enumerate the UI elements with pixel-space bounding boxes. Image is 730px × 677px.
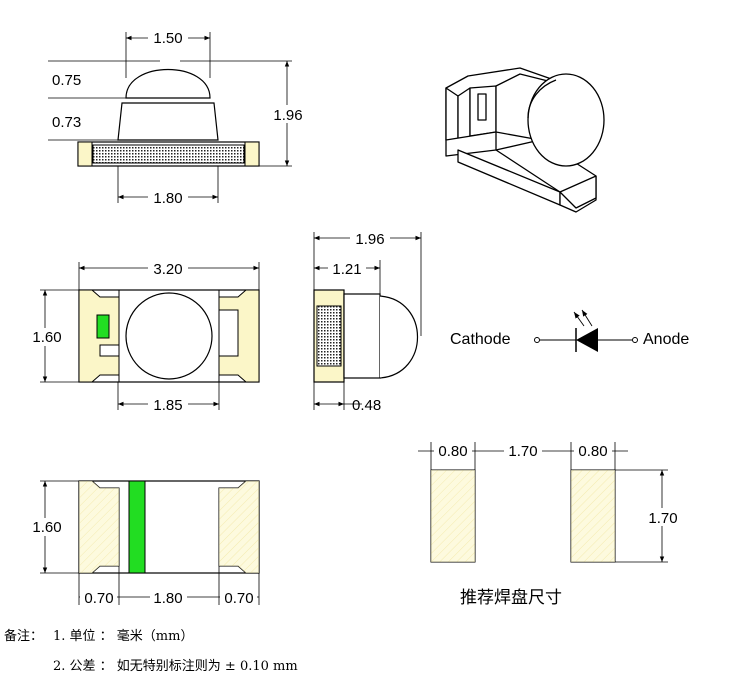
side-pcb-stripe — [92, 144, 245, 164]
side-lens — [125, 69, 211, 99]
notes-prefix: 备注： — [4, 628, 43, 644]
bottom-cathode-bar — [128, 480, 146, 574]
side-view: 1.50 0.75 0.73 1.96 1.80 — [48, 29, 308, 207]
dim-top-width: 1.60 — [32, 329, 61, 346]
dim-side-lens-height: 0.75 — [52, 72, 81, 89]
dim-footprint-pad-right: 0.80 — [578, 443, 607, 460]
end-view: 1.96 1.21 0.48 — [313, 229, 422, 414]
dim-bottom-pad-right: 0.70 — [224, 590, 253, 607]
bottom-view: 1.60 0.70 1.80 0.70 — [28, 480, 260, 607]
top-cathode-mark — [96, 314, 110, 339]
diode-triangle — [576, 328, 598, 352]
end-stripe — [316, 305, 342, 367]
dim-footprint-pad-left: 0.80 — [438, 443, 467, 460]
side-pad-left — [77, 141, 93, 167]
side-body — [117, 102, 219, 141]
end-lens — [379, 295, 419, 379]
top-view: 3.20 1.60 1.85 — [28, 259, 260, 414]
top-terminal-right — [218, 289, 260, 383]
footprint: 0.80 1.70 0.80 1.70 推荐焊盘尺寸 — [418, 442, 683, 608]
dim-side-total-height: 1.96 — [273, 107, 302, 124]
dim-end-total-depth: 1.96 — [355, 231, 384, 248]
anode-label: Anode — [643, 331, 689, 348]
dim-bottom-width: 1.60 — [32, 519, 61, 536]
dim-footprint-gap: 1.70 — [508, 443, 537, 460]
iso-view — [445, 67, 605, 213]
dim-bottom-gap: 1.80 — [153, 590, 182, 607]
top-lens — [125, 292, 213, 380]
side-pad-right — [244, 141, 260, 167]
notes-line2: 2. 公差 ： 如无特别标注则为 ± 0.10 mm — [53, 658, 298, 674]
end-lens-base — [343, 293, 381, 379]
cathode-label: Cathode — [450, 331, 511, 348]
dim-side-bottom-width: 1.80 — [153, 190, 182, 207]
dim-top-length: 3.20 — [153, 261, 182, 278]
dim-end-lens-offset: 0.48 — [352, 397, 381, 414]
notes: 备注： 1. 单位 ： 毫米（mm） 2. 公差 ： 如无特别标注则为 ± 0.… — [4, 628, 298, 674]
footprint-caption: 推荐焊盘尺寸 — [460, 588, 562, 608]
dim-end-body-depth: 1.21 — [332, 261, 361, 278]
notes-line1: 1. 单位 ： 毫米（mm） — [53, 628, 193, 644]
dim-bottom-pad-left: 0.70 — [84, 590, 113, 607]
led-symbol: Cathode Anode — [450, 309, 689, 352]
dim-top-lens-diameter: 1.85 — [153, 397, 182, 414]
dim-side-lens-width: 1.50 — [153, 30, 182, 47]
dim-side-body-height: 0.73 — [52, 114, 81, 131]
dim-footprint-height: 1.70 — [648, 510, 677, 527]
